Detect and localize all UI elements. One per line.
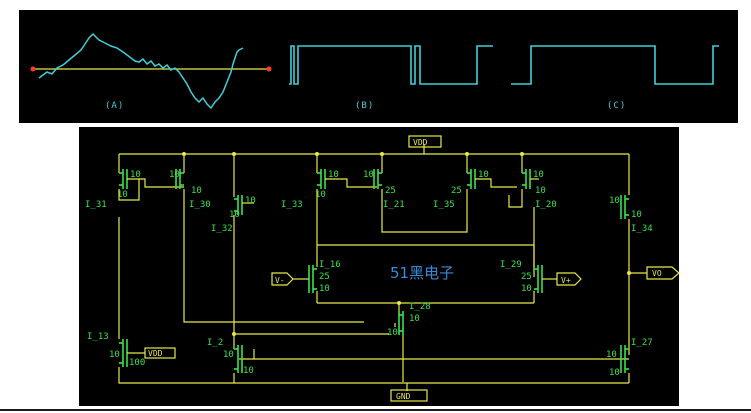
i16-length: 10: [319, 284, 330, 294]
vdd-junctions: [182, 152, 524, 156]
transistor-i2: [233, 345, 243, 383]
i32-width: 10: [245, 196, 256, 206]
transistor-i31: [118, 169, 184, 201]
waveform-c-caption: (C): [607, 101, 626, 111]
waveform-b-caption: (B): [355, 101, 374, 111]
i31-length: 10: [117, 190, 128, 200]
i30-width: 10: [169, 170, 180, 180]
transistor-i27: [620, 345, 630, 383]
waveform-a-caption: (A): [105, 101, 124, 111]
i32-label: I_32: [211, 224, 233, 234]
i2-width: 10: [223, 350, 234, 360]
page-divider: [0, 409, 751, 411]
transistor-i30: [175, 169, 364, 323]
transistor-i34: [620, 195, 630, 355]
waveform-b-trace: [289, 45, 493, 85]
bias-wires: [232, 332, 629, 360]
vdd-drops: [118, 154, 630, 197]
transistor-i35: [467, 169, 517, 189]
i2-label: I_2: [207, 338, 223, 348]
waveform-a-trace: [38, 32, 244, 110]
i33-width: 10: [328, 170, 339, 180]
transistor-i21: [373, 169, 468, 233]
i20-width: 10: [533, 170, 544, 180]
transistor-i33: [316, 169, 377, 245]
i27-length: 10: [609, 368, 620, 378]
waveform-c-trace: [511, 45, 719, 85]
bias-vdd-pin: [144, 347, 176, 359]
i13-length: 10: [109, 350, 120, 360]
i20-length: 10: [535, 186, 546, 196]
i2-length: 10: [243, 366, 254, 376]
output-pin: [646, 266, 680, 280]
i28-length: 10: [387, 328, 398, 338]
gnd-label: GND: [396, 392, 411, 401]
vdd-rail: [119, 135, 629, 155]
i29-length: 10: [521, 284, 532, 294]
waveform-a-start-marker: [30, 66, 36, 72]
i33-length: 10: [315, 190, 326, 200]
i30-length: 10: [191, 186, 202, 196]
i29-label: I_29: [500, 260, 522, 270]
i30-label: I_30: [189, 200, 211, 210]
transistor-i20: [508, 169, 539, 277]
input-pos-pin: [556, 272, 582, 286]
output-label: VO: [652, 269, 662, 278]
i33-label: I_33: [281, 200, 303, 210]
i28-width: 10: [409, 314, 420, 324]
input-neg-pin: [271, 272, 294, 286]
i34-label: I_34: [631, 224, 653, 234]
i35-length: 10: [478, 170, 489, 180]
i16-width: 25: [319, 272, 330, 282]
i13-width: 100: [129, 358, 145, 368]
i31-label: I_31: [85, 200, 107, 210]
input-pos-label: V+: [561, 276, 571, 285]
transistor-i13: [118, 217, 629, 384]
i34-width: 10: [609, 196, 620, 206]
i21-length: 10: [363, 170, 374, 180]
waveform-canvas: (A) (B) (C): [30, 32, 719, 111]
i20-label: I_20: [535, 200, 557, 210]
i35-width: 25: [451, 186, 462, 196]
i21-label: I_21: [383, 200, 405, 210]
bias-vdd-label: VDD: [148, 349, 163, 358]
i16-label: I_16: [319, 260, 341, 270]
i31-width: 10: [130, 170, 141, 180]
waveform-a-end-marker: [266, 66, 272, 72]
transistor-i16: [293, 265, 317, 293]
i27-width: 10: [606, 350, 617, 360]
gnd-pin: [390, 383, 428, 402]
transistor-i28: [394, 311, 404, 382]
i28-label: I_28: [409, 302, 431, 312]
input-neg-label: V-: [275, 276, 285, 285]
transistor-i29: [534, 265, 557, 293]
i32-length: 10: [229, 210, 240, 220]
i27-label: I_27: [631, 338, 653, 348]
transistor-i32: [233, 195, 254, 334]
i35-label: I_35: [433, 200, 455, 210]
waveform-panel: (A) (B) (C): [19, 10, 738, 123]
watermark: 51黑电子: [390, 264, 454, 282]
schematic-canvas: VDD 10: [85, 135, 680, 402]
vdd-label: VDD: [413, 138, 428, 147]
i34-length: 10: [631, 210, 642, 220]
i21-width: 25: [385, 186, 396, 196]
i29-width: 25: [521, 272, 532, 282]
mid-wires: [316, 244, 647, 315]
schematic-panel: VDD 10: [79, 127, 680, 406]
i13-label: I_13: [87, 332, 109, 342]
